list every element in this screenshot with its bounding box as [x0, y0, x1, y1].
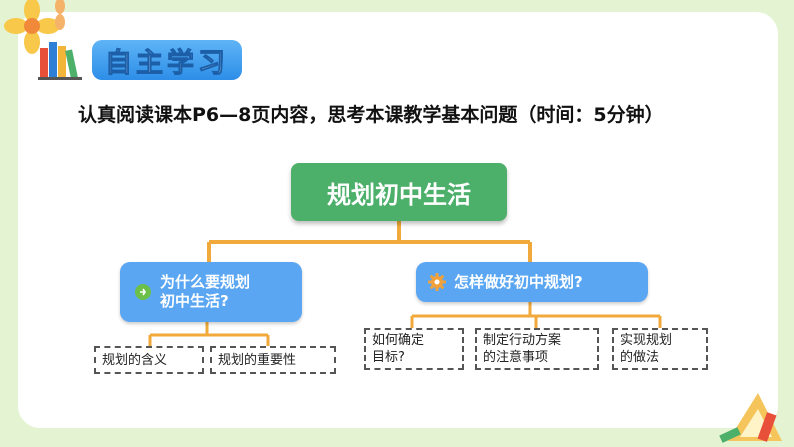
- leaf-implement-line1: 实现规划: [620, 333, 673, 348]
- leaf-importance: 规划的重要性: [210, 346, 336, 374]
- branch-how-plan: 怎样做好初中规划?: [416, 262, 648, 302]
- gear-icon: [428, 273, 446, 291]
- ruler-decoration: [719, 393, 782, 443]
- green-dot-icon: [135, 284, 151, 300]
- leaf-action-plan-line2: 的注意事项: [483, 350, 549, 365]
- books-icon: [38, 42, 82, 80]
- section-heading: 自主学习: [92, 40, 242, 80]
- branch-why-plan: 为什么要规划 初中生活?: [120, 262, 302, 322]
- leaf-set-goals: 如何确定 目标?: [364, 328, 464, 370]
- leaf-meaning: 规划的含义: [94, 346, 204, 374]
- leaf-implement-line2: 的做法: [620, 350, 660, 365]
- instruction-text: 认真阅读课本P6—8页内容，思考本课教学基本问题（时间：5分钟）: [78, 104, 664, 126]
- branch-how-plan-label: 怎样做好初中规划?: [454, 272, 583, 291]
- flower-decoration: [4, 0, 65, 54]
- leaf-action-plan: 制定行动方案 的注意事项: [475, 328, 599, 370]
- leaf-set-goals-line2: 目标?: [372, 350, 405, 365]
- leaf-implement: 实现规划 的做法: [612, 328, 708, 370]
- mindmap-root: 规划初中生活: [291, 163, 507, 221]
- leaf-set-goals-line1: 如何确定: [372, 333, 425, 348]
- branch-why-plan-line1: 为什么要规划: [160, 273, 251, 291]
- leaf-action-plan-line1: 制定行动方案: [483, 333, 562, 348]
- branch-why-plan-line2: 初中生活?: [160, 292, 229, 310]
